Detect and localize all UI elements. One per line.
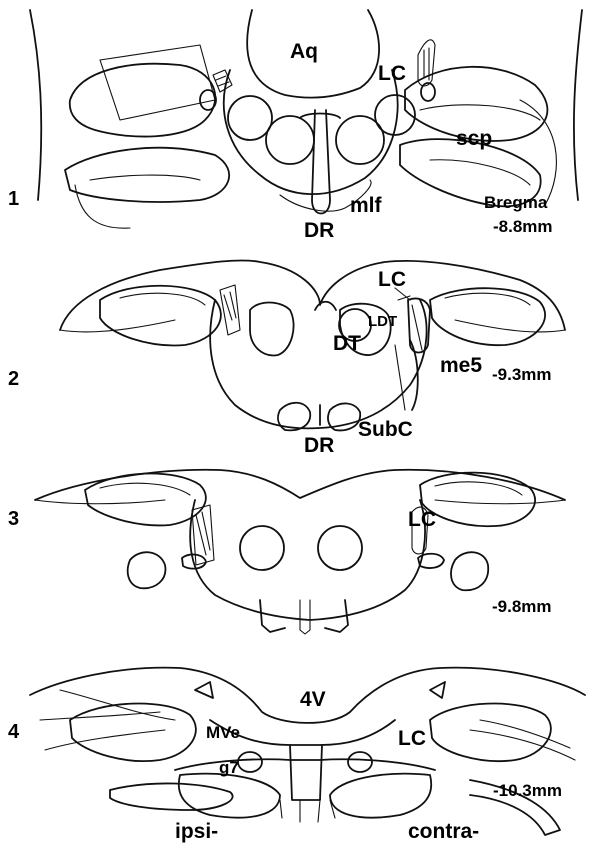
label-lc-3: LC	[408, 508, 436, 531]
section-1-coordinate: -8.8mm	[493, 217, 553, 236]
label-lc-1: LC	[378, 62, 406, 85]
section-4-coordinate: -10.3mm	[493, 781, 562, 800]
label-dr-1: DR	[304, 219, 334, 242]
section-3-drawing	[35, 470, 565, 634]
label-mlf: mlf	[350, 194, 383, 217]
section-2-drawing	[60, 260, 565, 430]
label-mve: MVe	[206, 723, 240, 742]
label-me5: me5	[440, 354, 482, 377]
label-ipsi: ipsi-	[175, 820, 218, 843]
label-ldt: LDT	[368, 313, 397, 330]
label-aq: Aq	[290, 40, 318, 63]
label-dt: DT	[333, 332, 361, 355]
section-3-coordinate: -9.8mm	[492, 597, 552, 616]
section-1-bregma-header: Bregma	[484, 193, 548, 212]
label-4v: 4V	[300, 688, 326, 711]
label-g7: g7	[219, 758, 239, 777]
section-1-number: 1	[8, 188, 19, 210]
label-lc-2: LC	[378, 268, 406, 291]
section-4-number: 4	[8, 721, 20, 743]
label-lc-4: LC	[398, 727, 426, 750]
label-subc: SubC	[358, 418, 413, 441]
label-dr-2: DR	[304, 434, 334, 457]
label-scp: scp	[456, 127, 492, 150]
label-contra: contra-	[408, 820, 479, 843]
section-2-coordinate: -9.3mm	[492, 365, 552, 384]
section-3-number: 3	[8, 508, 19, 530]
section-2-number: 2	[8, 368, 19, 390]
